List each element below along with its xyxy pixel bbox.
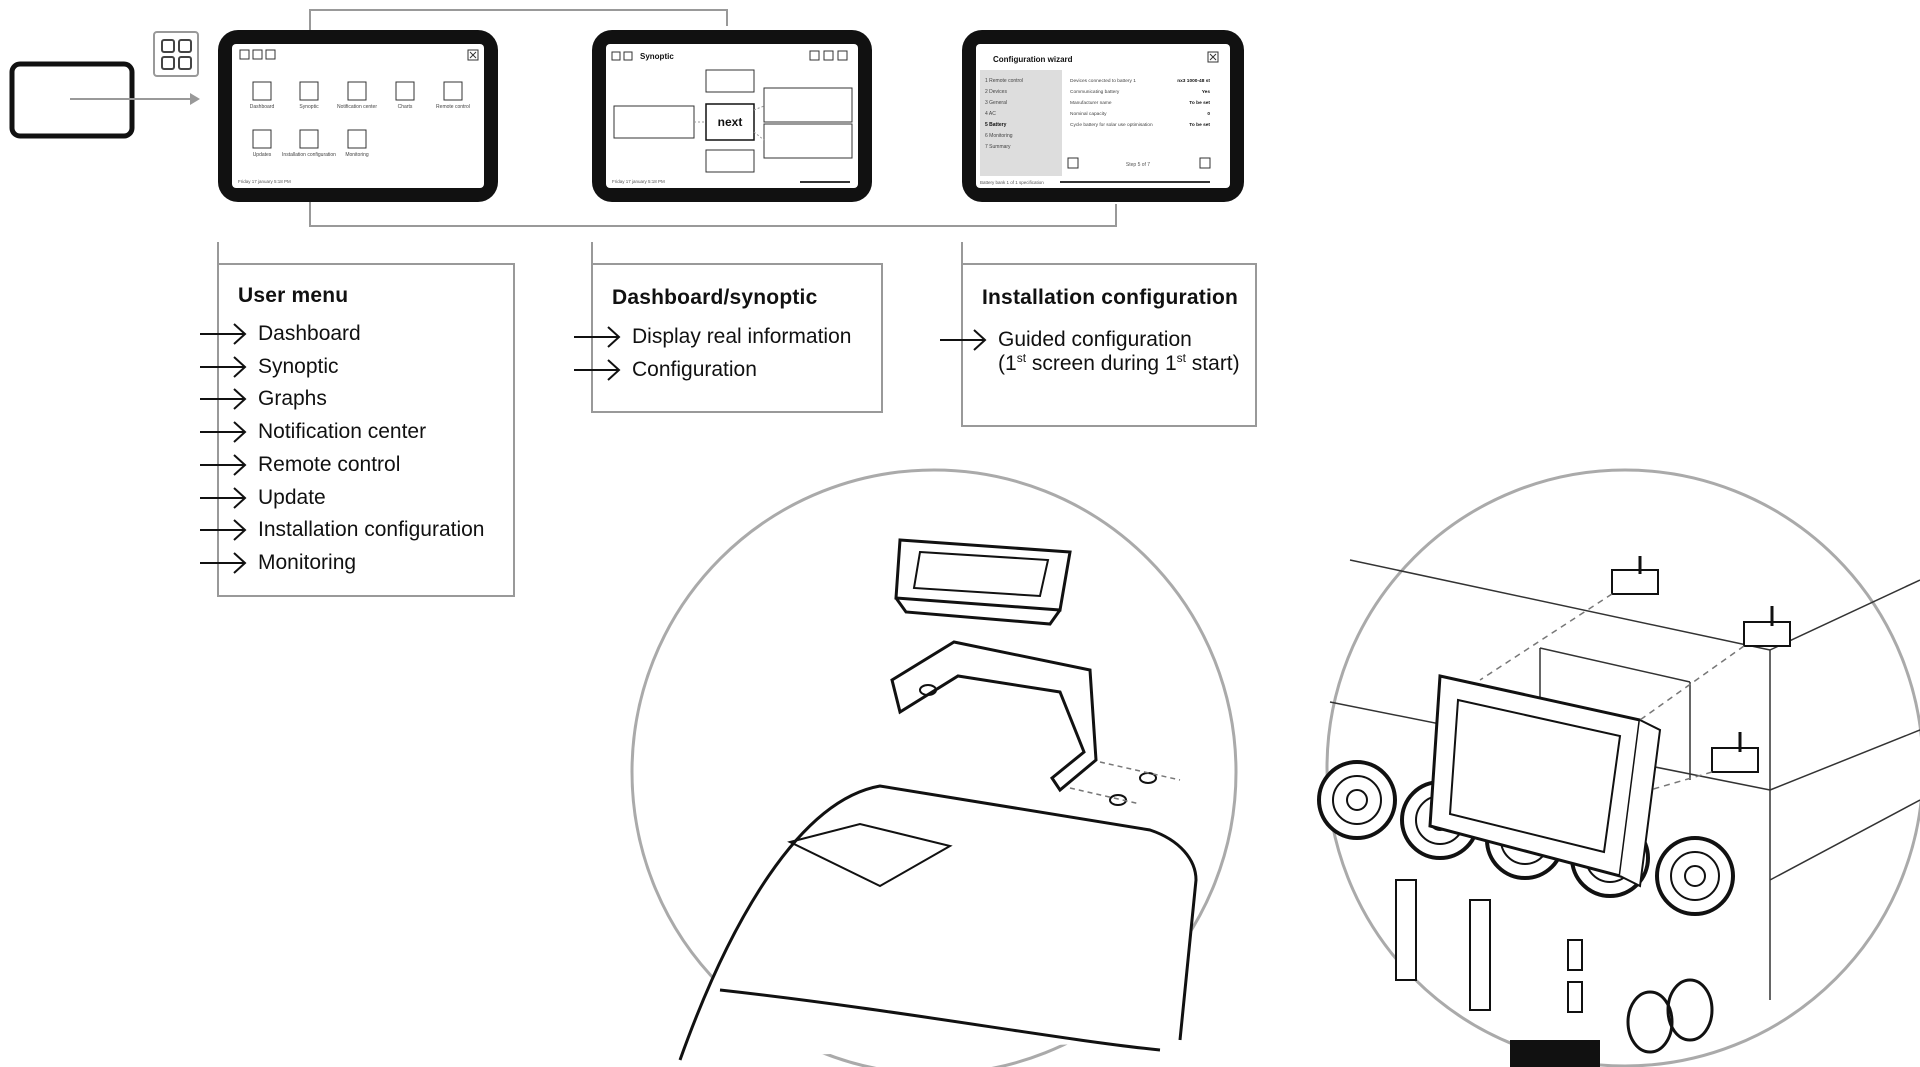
synoptic-screen-device: Synoptic next Friday 17 january 5:18 PM <box>592 30 872 202</box>
list-item: Configuration <box>632 357 757 381</box>
user-menu-title: User menu <box>238 284 349 307</box>
wizard-field-value: To be set <box>1189 100 1210 106</box>
panel-device-icon <box>9 61 200 139</box>
list-item: Dashboard <box>258 322 361 345</box>
synoptic-title: Synoptic <box>640 52 674 61</box>
installation-box: Installation configuration <box>962 264 1256 426</box>
home-tile-label: Dashboard <box>250 104 275 110</box>
list-item: Synoptic <box>258 354 339 378</box>
wizard-step: 4 AC <box>985 111 996 117</box>
home-tile-label: Charts <box>398 104 413 110</box>
home-tile-label: Updates <box>253 152 272 158</box>
list-item: Remote control <box>258 452 401 476</box>
list-item: Update <box>258 485 326 509</box>
wizard-field-label: Communicating battery <box>1070 89 1120 95</box>
arrow-right-icon <box>574 358 621 381</box>
wizard-field-value: nx3 1000-48 st <box>1177 78 1210 84</box>
home-tile-label: Notification center <box>337 104 377 110</box>
user-menu-box: User menu <box>218 264 514 596</box>
wizard-field-label: Nominal capacity <box>1070 111 1107 117</box>
synoptic-footer: Friday 17 january 5:18 PM <box>612 179 665 184</box>
home-tile-label: Remote control <box>436 104 470 110</box>
arrow-right-icon <box>200 486 247 509</box>
installation-title: Installation configuration <box>982 286 1239 309</box>
wizard-footer: Battery bank 1 of 1 specification <box>980 180 1044 185</box>
list-item: Monitoring <box>258 550 357 574</box>
arrow-right-icon <box>200 552 247 574</box>
wizard-field-label: Cycle battery for solar use optimisation <box>1070 122 1153 128</box>
arrow-right-icon <box>200 454 247 476</box>
wizard-field-value: Yes <box>1202 89 1211 95</box>
synoptic-center-label: next <box>718 115 743 129</box>
arrow-right-icon <box>200 421 247 443</box>
wizard-step: 1 Remote control <box>985 78 1023 84</box>
wizard-step: 3 General <box>985 100 1007 106</box>
wizard-field-label: Devices connected to battery 1 <box>1070 78 1136 84</box>
wizard-title: Configuration wizard <box>993 55 1073 64</box>
wizard-step: 2 Devices <box>985 89 1007 95</box>
wizard-screen-device: Configuration wizard 1 Remote control 2 … <box>962 30 1244 202</box>
wizard-field-value: 0 <box>1207 111 1210 117</box>
wizard-step-indicator: Step 5 of 7 <box>1126 162 1150 168</box>
list-item: Notification center <box>258 420 427 444</box>
list-item: Display real information <box>632 325 852 348</box>
dashboard-title: Dashboard/synoptic <box>612 286 818 309</box>
wizard-field-label: Manufacturer name <box>1070 100 1112 106</box>
home-tile-label: Installation configuration <box>282 152 336 158</box>
home-footer: Friday 17 january 5:18 PM <box>238 179 291 184</box>
detail-circle-cabinet <box>1317 468 1920 1067</box>
home-tile-label: Synoptic <box>299 104 319 110</box>
wizard-step: 7 Summary <box>985 144 1011 150</box>
installation-item-line2: (1st screen during 1st start) <box>998 351 1240 375</box>
arrow-right-icon <box>200 323 247 345</box>
arrow-right-icon <box>940 329 987 351</box>
detail-circle-bracket <box>630 468 1238 1067</box>
list-item: Graphs <box>258 387 327 411</box>
wizard-step: 6 Monitoring <box>985 133 1013 139</box>
apps-grid-icon <box>153 31 199 77</box>
list-item: Installation configuration <box>258 518 485 542</box>
arrow-right-icon <box>574 326 621 348</box>
dashboard-box: Dashboard/synoptic <box>592 264 882 412</box>
home-screen-device: Dashboard Synoptic Notification center C… <box>218 30 498 202</box>
wizard-field-value: To be set <box>1189 122 1210 128</box>
installation-item-line1: Guided configuration <box>998 328 1192 351</box>
home-tile-label: Monitoring <box>345 152 369 158</box>
arrow-right-icon <box>200 355 247 378</box>
arrow-right-icon <box>200 519 247 541</box>
arrow-right-icon <box>200 388 247 411</box>
label-box-frames <box>217 242 1257 597</box>
wizard-step: 5 Battery <box>985 122 1007 128</box>
